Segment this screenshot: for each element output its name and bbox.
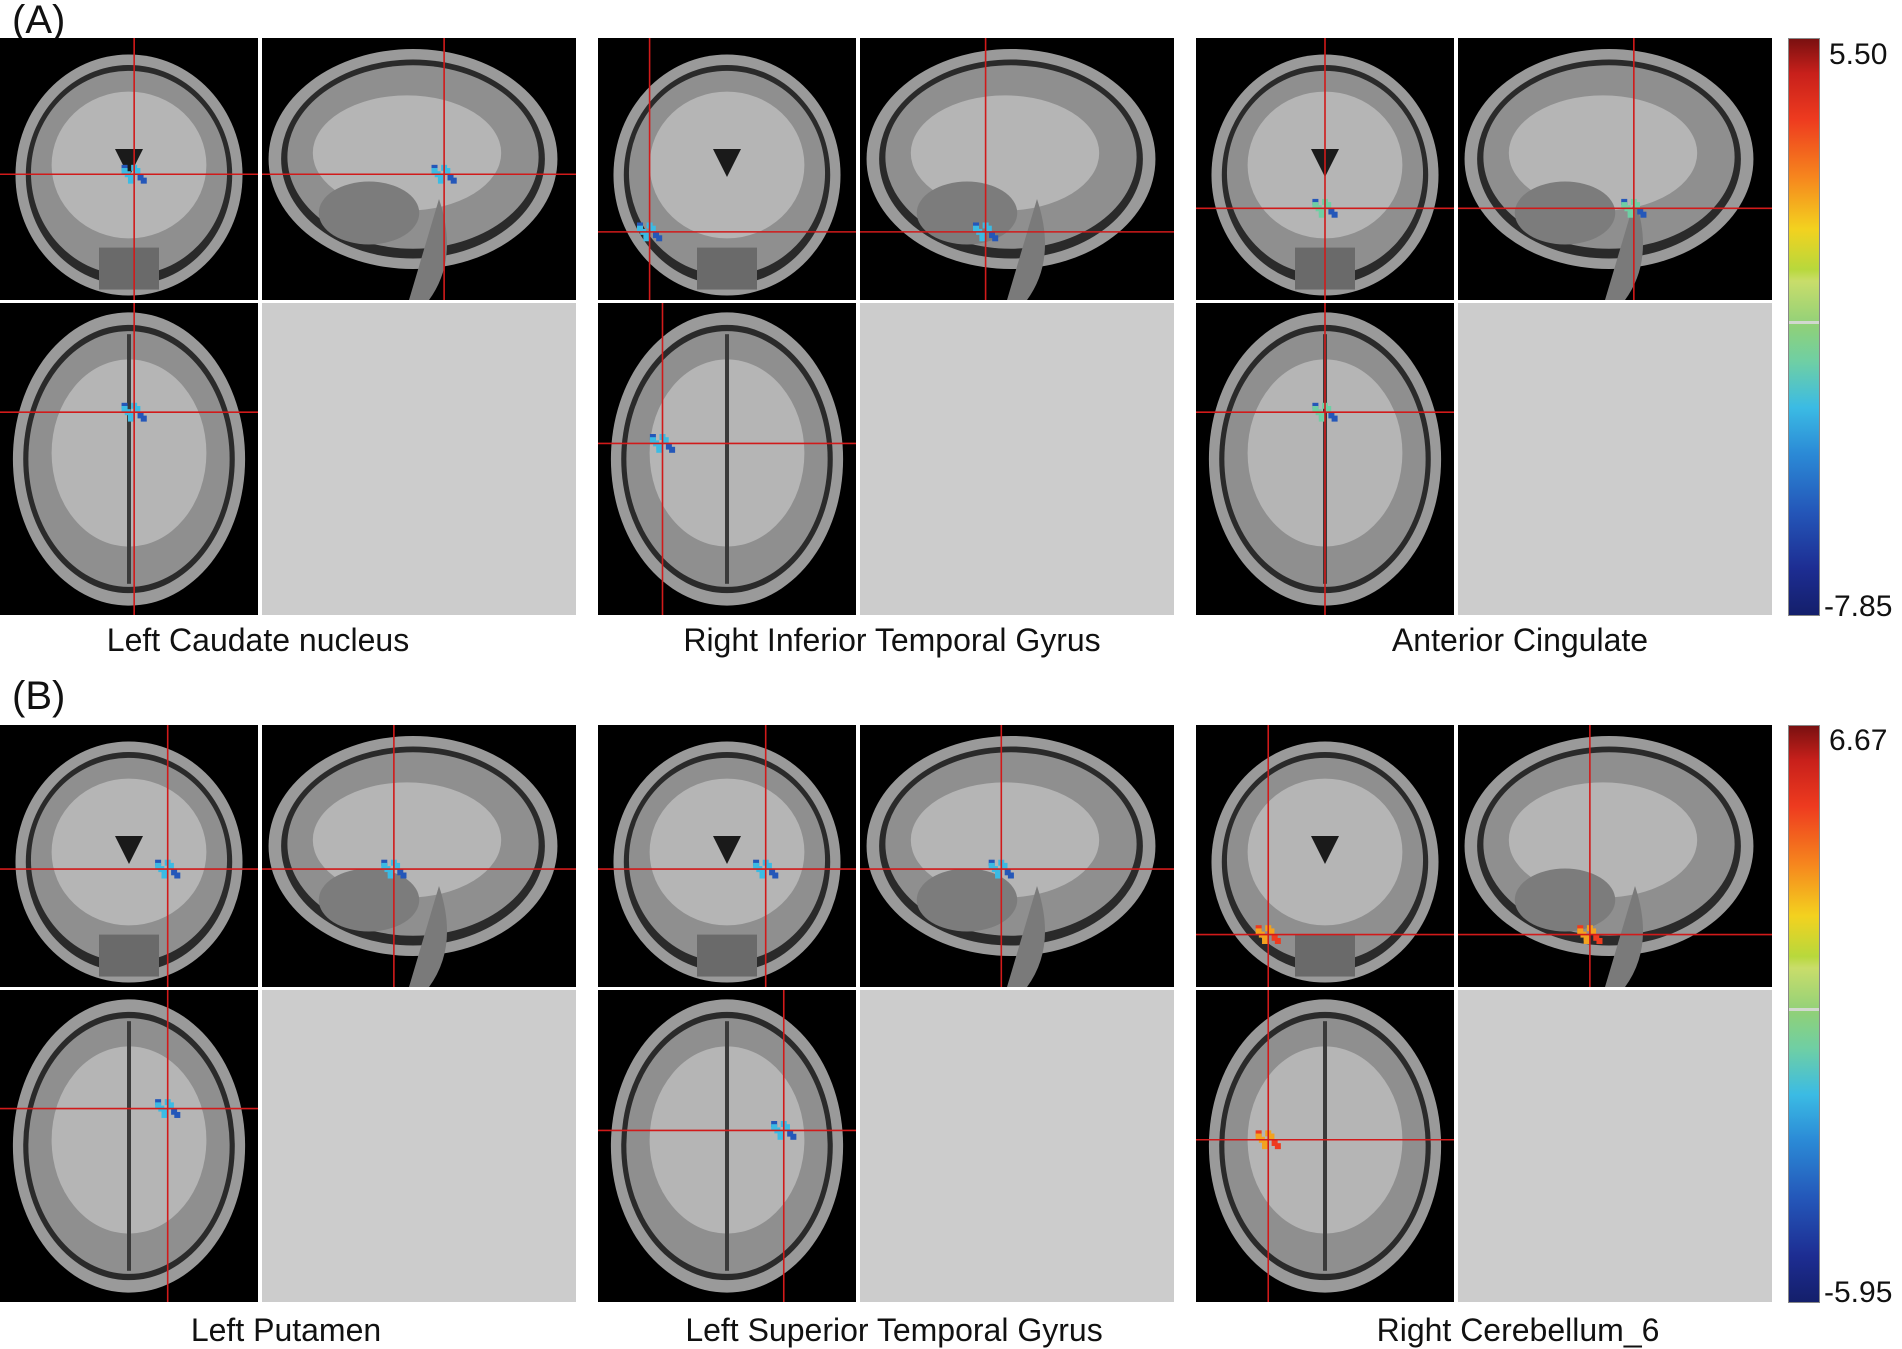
colorbar-a-min: -7.85 — [1824, 590, 1893, 623]
sagittal-view — [1458, 725, 1772, 987]
axial-view — [598, 990, 856, 1302]
colorbar-a-max: 5.50 — [1829, 38, 1888, 71]
sagittal-image — [262, 725, 576, 987]
colorbar-b-min: -5.95 — [1824, 1276, 1893, 1309]
axial-image — [0, 303, 258, 615]
coronal-view — [0, 725, 258, 987]
axial-view — [1196, 303, 1454, 615]
axial-image — [598, 990, 856, 1302]
axial-image — [1196, 303, 1454, 615]
sagittal-image — [860, 38, 1174, 300]
caption-a3: Anterior Cingulate — [1391, 622, 1649, 658]
axial-image — [0, 990, 258, 1302]
sagittal-image — [1458, 38, 1772, 300]
group-b2 — [598, 725, 1174, 1305]
caption-b2: Left Superior Temporal Gyrus — [685, 1312, 1103, 1348]
colorbar-a — [1788, 38, 1820, 616]
group-a2 — [598, 38, 1174, 618]
group-b1 — [0, 725, 576, 1305]
group-b3 — [1196, 725, 1772, 1305]
panel-label-a: (A) — [12, 0, 66, 42]
sagittal-image — [1458, 725, 1772, 987]
axial-view — [0, 990, 258, 1302]
caption-a1: Left Caudate nucleus — [106, 622, 410, 658]
coronal-view — [598, 38, 856, 300]
coronal-view — [1196, 38, 1454, 300]
coronal-view — [0, 38, 258, 300]
empty-tile — [860, 303, 1174, 615]
sagittal-view — [262, 38, 576, 300]
sagittal-view — [1458, 38, 1772, 300]
caption-b1: Left Putamen — [190, 1312, 382, 1348]
coronal-image — [1196, 38, 1454, 300]
coronal-image — [0, 725, 258, 987]
colorbar-b — [1788, 725, 1820, 1303]
panel-label-b: (B) — [12, 674, 66, 718]
sagittal-view — [860, 725, 1174, 987]
empty-tile — [262, 990, 576, 1302]
axial-view — [0, 303, 258, 615]
caption-a2: Right Inferior Temporal Gyrus — [683, 622, 1101, 658]
coronal-view — [1196, 725, 1454, 987]
coronal-image — [0, 38, 258, 300]
empty-tile — [1458, 303, 1772, 615]
caption-b3: Right Cerebellum_6 — [1376, 1312, 1660, 1348]
axial-view — [1196, 990, 1454, 1302]
axial-image — [598, 303, 856, 615]
axial-image — [1196, 990, 1454, 1302]
coronal-view — [598, 725, 856, 987]
sagittal-view — [860, 38, 1174, 300]
sagittal-image — [262, 38, 576, 300]
colorbar-b-max: 6.67 — [1829, 724, 1888, 757]
empty-tile — [262, 303, 576, 615]
coronal-image — [598, 38, 856, 300]
sagittal-view — [262, 725, 576, 987]
coronal-image — [598, 725, 856, 987]
coronal-image — [1196, 725, 1454, 987]
empty-tile — [860, 990, 1174, 1302]
group-a3 — [1196, 38, 1772, 618]
group-a1 — [0, 38, 576, 618]
empty-tile — [1458, 990, 1772, 1302]
axial-view — [598, 303, 856, 615]
sagittal-image — [860, 725, 1174, 987]
